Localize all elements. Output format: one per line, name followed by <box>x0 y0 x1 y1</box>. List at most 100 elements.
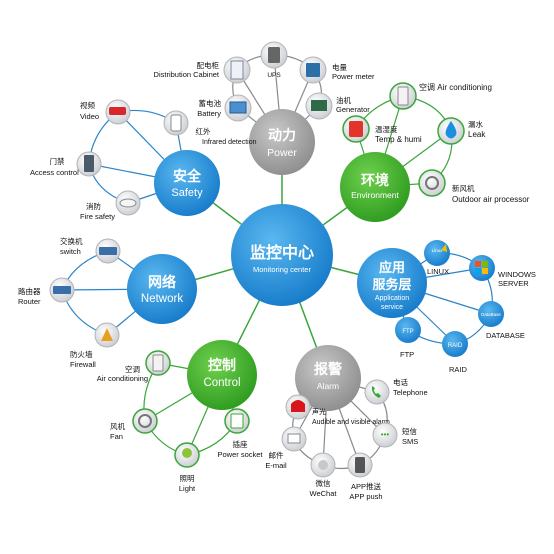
hub-network-subtitle: Network <box>141 293 183 305</box>
label-telephone-en: Telephone <box>393 388 428 397</box>
label-ftp: FTP <box>400 350 414 359</box>
hub-environment-title: 环境 <box>361 172 389 188</box>
label-fire-en: Fire safety <box>80 212 115 221</box>
node-access-control[interactable] <box>76 151 102 177</box>
label-fresh-zh: 新风机 <box>452 183 475 193</box>
label-database: DATABASE <box>486 331 525 340</box>
node-video[interactable] <box>105 99 131 125</box>
label-telephone-zh: 电话 <box>393 377 408 387</box>
arc-control <box>143 362 238 456</box>
node-fire-safety[interactable] <box>115 190 141 216</box>
label-router-en: Router <box>18 297 41 306</box>
node-ftp[interactable]: FTP <box>395 317 421 343</box>
node-firewall[interactable] <box>94 322 120 348</box>
windows-logo-icon <box>475 261 488 274</box>
label-leak-en: Leak <box>468 130 486 139</box>
hub-environment[interactable]: 环境 Environment <box>340 152 410 222</box>
hub-application-subtitle-1: Application <box>375 295 409 302</box>
label-infrared-en: Infrared detection <box>202 139 257 146</box>
label-access-zh: 门禁 <box>50 157 65 166</box>
node-temp-humi[interactable] <box>342 115 370 143</box>
label-distribution-en: Distribution Cabinet <box>154 70 220 79</box>
node-distribution-cabinet[interactable] <box>223 56 251 84</box>
node-fan[interactable] <box>132 408 158 434</box>
label-raid: RAID <box>449 365 468 374</box>
smoke-detector-icon <box>119 198 137 208</box>
center-node[interactable]: 监控中心 Monitoring center <box>231 204 333 306</box>
fan-unit-icon <box>425 176 439 190</box>
hub-power[interactable]: 动力 Power <box>249 109 315 175</box>
node-database[interactable]: DataBase <box>478 301 504 327</box>
raid-icon: RAID <box>448 343 463 349</box>
node-sms[interactable]: ••• <box>372 422 398 448</box>
label-meter-en: Power meter <box>332 72 375 81</box>
keypad-icon <box>84 155 94 172</box>
hub-application[interactable]: 应用 服务层 Application service <box>357 248 427 318</box>
node-light[interactable] <box>174 442 200 468</box>
switch-icon <box>99 247 117 255</box>
label-fan-zh: 风机 <box>110 421 125 431</box>
node-windows-server[interactable] <box>469 255 495 281</box>
label-fan-en: Fan <box>110 432 123 441</box>
aircon-icon <box>397 86 409 106</box>
hub-network[interactable]: 网络 Network <box>127 254 197 324</box>
label-linux: LINUX <box>427 267 449 276</box>
hub-safety-title: 安全 <box>173 168 202 184</box>
node-audible-alarm[interactable] <box>285 394 311 420</box>
label-generator-en: Generator <box>336 105 370 114</box>
node-env-aircon[interactable] <box>389 82 417 110</box>
node-telephone[interactable] <box>364 379 390 405</box>
hub-safety-subtitle: Safety <box>171 187 203 199</box>
label-fresh-en: Outdoor air processor <box>452 195 530 204</box>
label-router-zh: 路由器 <box>18 286 41 296</box>
label-socket-zh: 插座 <box>233 439 248 449</box>
node-router[interactable] <box>49 277 75 303</box>
hub-alarm[interactable]: 报警 Alarm <box>295 345 361 411</box>
label-light-zh: 照明 <box>180 474 195 483</box>
label-access-en: Access control <box>30 168 79 177</box>
node-battery[interactable] <box>224 94 252 122</box>
hub-control[interactable]: 控制 Control <box>187 340 257 410</box>
arc-environment <box>355 95 453 184</box>
node-linux[interactable]: Linux <box>424 240 450 266</box>
database-icon: DataBase <box>481 312 501 317</box>
node-switch[interactable] <box>95 238 121 264</box>
label-socket-en: Power socket <box>217 450 263 459</box>
node-leak[interactable] <box>437 117 465 145</box>
label-control-aircon-zh: 空调 <box>125 364 140 374</box>
center-title: 监控中心 <box>250 243 314 262</box>
label-audible-en: Audible and visible alarm <box>312 419 390 426</box>
node-outdoor-air[interactable] <box>418 169 446 197</box>
battery-icon <box>229 101 247 114</box>
label-switch-zh: 交换机 <box>60 236 83 246</box>
cabinet-icon <box>230 60 244 80</box>
mobile-icon <box>355 457 365 473</box>
node-email[interactable] <box>281 426 307 452</box>
generator-icon <box>311 100 327 111</box>
hub-control-subtitle: Control <box>203 377 240 389</box>
label-env-aircon: 空调 Air conditioning <box>419 82 492 92</box>
label-distribution-zh: 配电柜 <box>197 60 220 70</box>
label-battery-en: Battery <box>197 109 221 118</box>
node-infrared[interactable] <box>163 110 189 136</box>
node-raid[interactable]: RAID <box>442 331 468 357</box>
thermometer-icon <box>349 121 363 137</box>
node-power-socket[interactable] <box>224 408 250 434</box>
label-audible-zh: 声光 <box>312 407 326 416</box>
node-generator[interactable] <box>305 92 333 120</box>
ups-icon <box>268 47 280 63</box>
hub-safety[interactable]: 安全 Safety <box>154 150 220 216</box>
camera-icon <box>109 107 126 115</box>
label-firewall-zh: 防火墙 <box>70 349 93 359</box>
node-app-push[interactable] <box>347 452 373 478</box>
node-power-meter[interactable] <box>299 56 327 84</box>
node-ups[interactable] <box>260 41 288 69</box>
node-wechat[interactable] <box>310 452 336 478</box>
label-email-en: E-mail <box>265 461 287 470</box>
label-fire-zh: 消防 <box>86 201 101 211</box>
linux-icon: Linux <box>432 248 444 253</box>
node-control-aircon[interactable] <box>145 350 171 376</box>
label-temp-en: Temp & humi <box>375 135 422 144</box>
label-switch-en: switch <box>60 247 81 256</box>
